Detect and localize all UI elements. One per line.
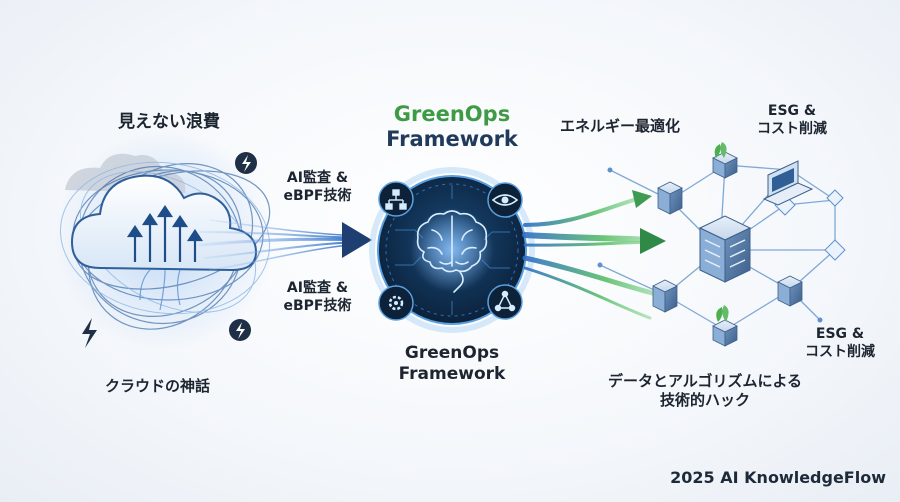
cloud-cluster: [55, 130, 275, 350]
output-flow: [522, 190, 666, 320]
tech-label-top: AI監査 & eBPF技術: [270, 170, 365, 205]
server-network: [597, 142, 846, 347]
flow-arrowhead: [632, 190, 652, 208]
server-icon: [698, 215, 752, 283]
center-subtitle: GreenOps Framework: [372, 343, 532, 386]
center-title-line2: Framework: [386, 127, 518, 152]
lightning-bolt-icon: [82, 318, 97, 348]
tech-label-top-line2: eBPF技術: [283, 187, 352, 204]
center-subtitle-line2: Framework: [398, 364, 506, 385]
server-icon: [657, 181, 683, 215]
center-title-line1: GreenOps: [393, 102, 511, 126]
eye-icon: [487, 182, 523, 218]
flow-arrowhead: [342, 222, 372, 258]
share-icon: [487, 284, 523, 320]
esg-label-top: ESG & コスト削減: [742, 103, 842, 138]
center-subtitle-line1: GreenOps: [404, 343, 500, 363]
server-icon: [712, 151, 738, 179]
left-heading: 見えない浪費: [118, 112, 220, 132]
server-icon: [777, 275, 803, 307]
lightning-bolt-icon: [229, 319, 251, 341]
data-algorithm-label: データとアルゴリズムによる 技術的ハック: [590, 372, 820, 410]
server-icon: [712, 319, 738, 347]
tech-label-top-line1: AI監査 &: [286, 170, 349, 186]
data-algorithm-line2: 技術的ハック: [659, 390, 750, 409]
laptop-icon: [762, 160, 814, 206]
left-caption: クラウドの神話: [105, 377, 211, 395]
flow-arrowhead: [640, 228, 666, 254]
footer-credit: 2025 AI KnowledgeFlow: [670, 468, 886, 487]
esg-label-bottom-line1: ESG &: [815, 326, 865, 342]
esg-label-top-line1: ESG &: [767, 103, 817, 119]
brain-icon: [416, 210, 488, 293]
center-title: GreenOps Framework: [372, 102, 532, 152]
energy-label: エネルギー最適化: [560, 117, 681, 135]
tech-label-bottom-line1: AI監査 &: [286, 280, 349, 296]
gear-icon: [378, 285, 414, 321]
tech-label-bottom: AI監査 & eBPF技術: [270, 280, 365, 315]
network-icon: [378, 181, 414, 217]
tech-label-bottom-line2: eBPF技術: [283, 297, 352, 314]
greenops-hub: [369, 167, 535, 333]
lightning-bolt-icon: [235, 152, 257, 174]
plant-icon: [716, 305, 729, 322]
server-icon: [652, 279, 678, 313]
input-flow: [198, 219, 372, 271]
data-algorithm-line1: データとアルゴリズムによる: [607, 372, 803, 390]
esg-label-bottom: ESG & コスト削減: [790, 326, 890, 361]
esg-label-top-line2: コスト削減: [757, 120, 827, 137]
esg-label-bottom-line2: コスト削減: [805, 343, 875, 360]
plant-icon: [714, 142, 727, 158]
